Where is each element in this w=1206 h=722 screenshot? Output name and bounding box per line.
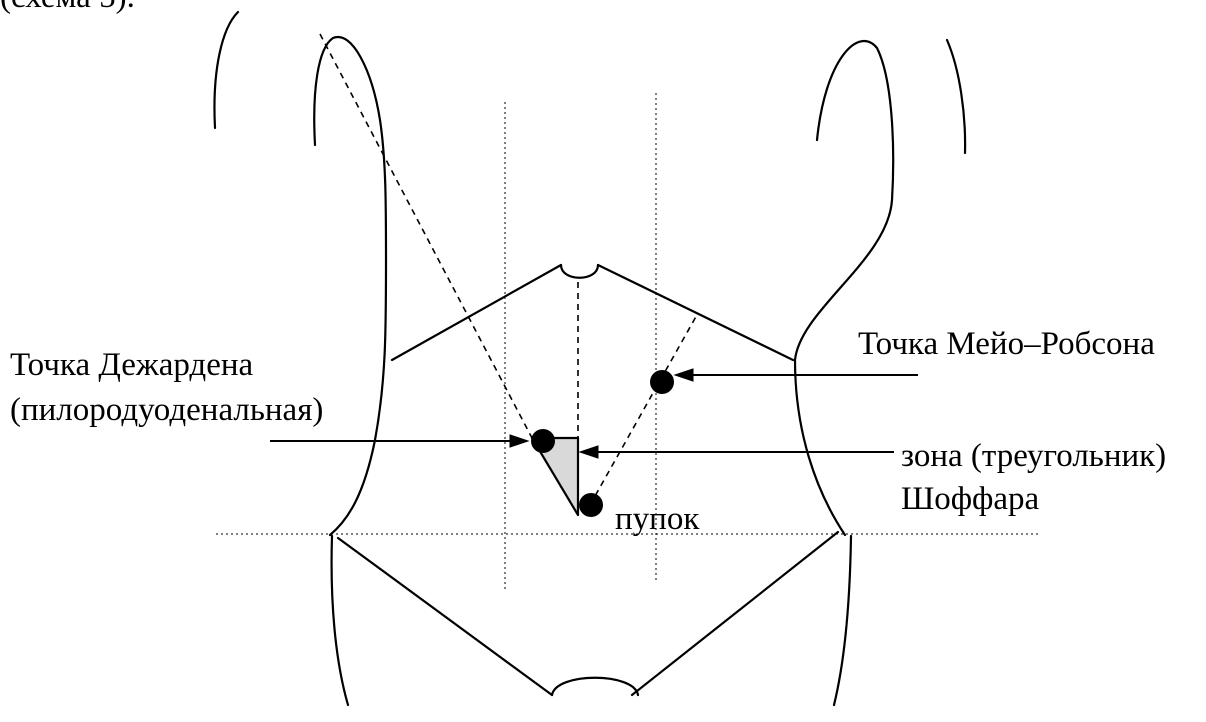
navel-point <box>579 493 603 517</box>
desjardins-arrowhead <box>510 435 528 447</box>
left-arm-outline <box>214 12 238 128</box>
inguinal-line-left <box>338 538 552 695</box>
desjardins-label-line2: (пилородуоденальная) <box>10 391 323 429</box>
mayo-robson-arrowhead <box>675 369 693 381</box>
torso-left-outline <box>314 37 386 535</box>
lower-right-outline <box>834 536 851 705</box>
desjardins-point <box>531 429 555 453</box>
chauffard-arrowhead <box>580 446 598 458</box>
mayo-robson-label: Точка Мейо–Робсона <box>858 325 1155 363</box>
chauffard-label-line2: Шоффара <box>901 480 1039 518</box>
desjardins-label-line1: Точка Дежардена <box>10 346 253 384</box>
inguinal-line-right <box>632 532 838 695</box>
torso-right-outline <box>795 41 893 535</box>
pubic-arc <box>552 678 638 695</box>
axilla-to-desjardins-line <box>320 34 532 438</box>
navel-label: пупок <box>615 500 699 538</box>
mayo-robson-point <box>650 370 674 394</box>
xiphoid-notch <box>561 265 598 278</box>
chauffard-label-line1: зона (треугольник) <box>901 437 1166 475</box>
costal-arch-left <box>392 265 561 360</box>
right-arm-outline <box>947 40 965 153</box>
costal-arch-right <box>598 265 793 360</box>
lower-left-outline <box>332 536 348 705</box>
navel-to-costal-line <box>590 313 698 505</box>
